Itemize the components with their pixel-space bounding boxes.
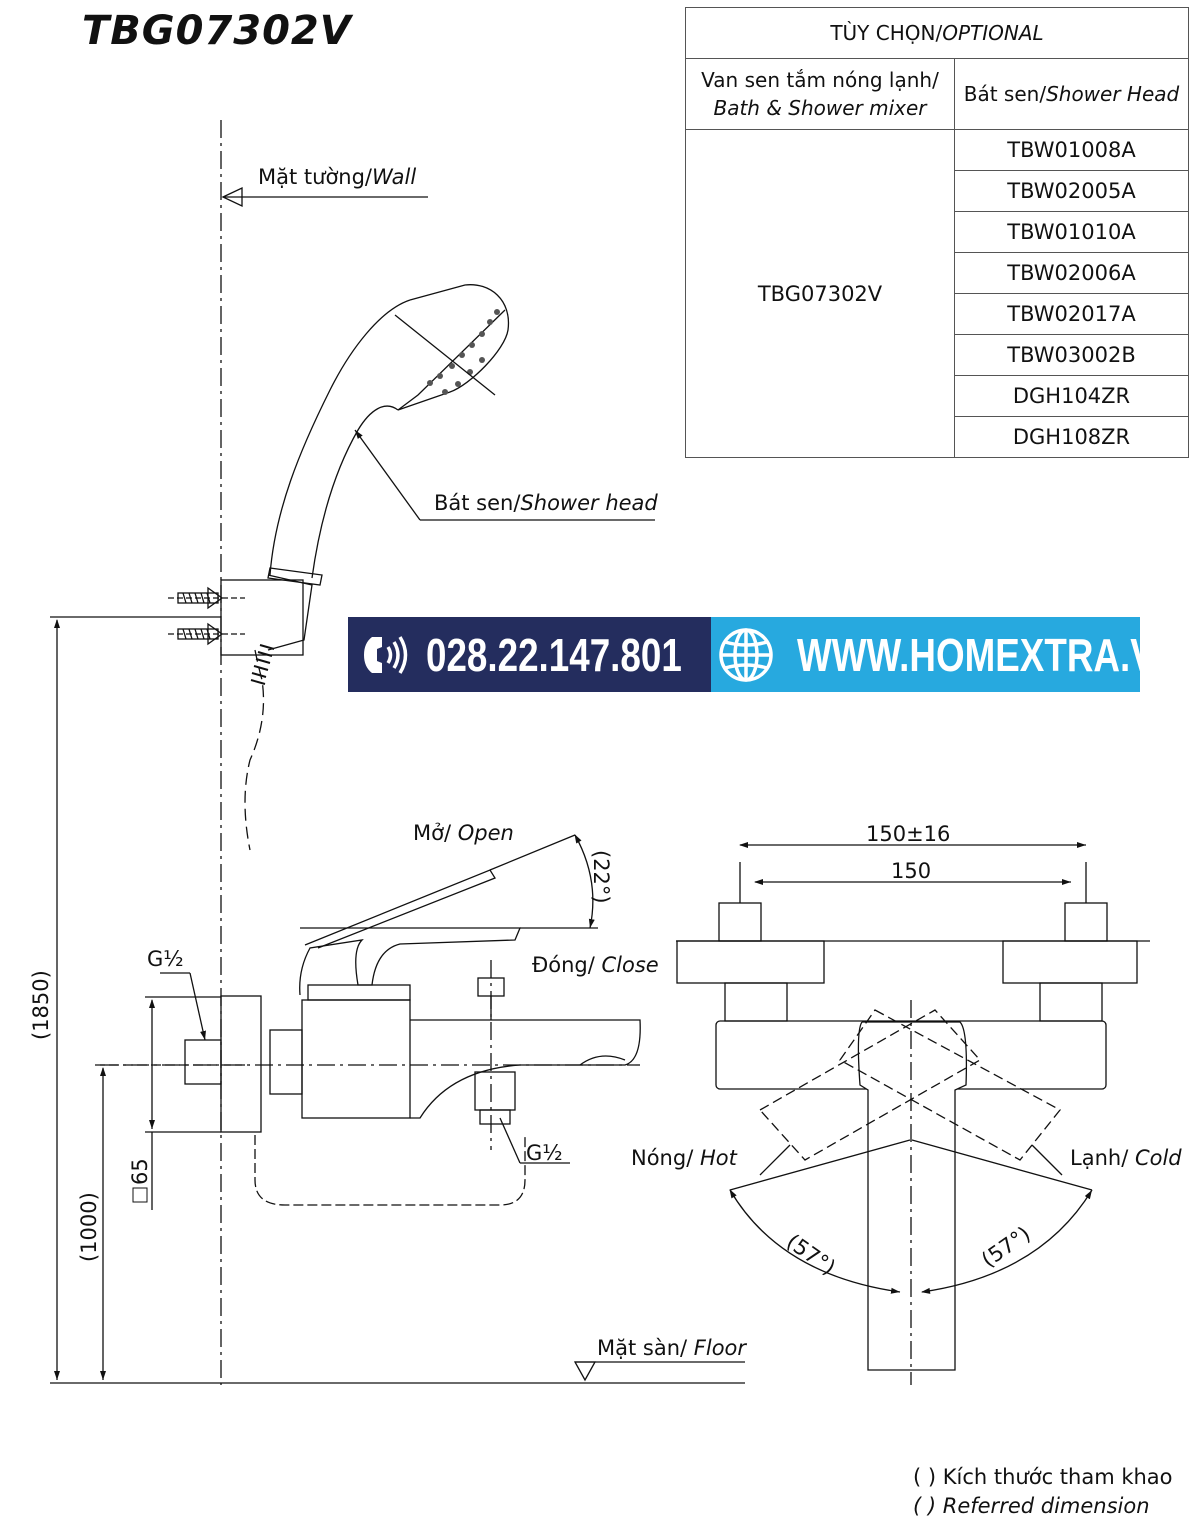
- optional-table: TÙY CHỌN/OPTIONAL Van sen tắm nóng lạnh/…: [685, 7, 1189, 458]
- wall-arrow: [221, 186, 243, 208]
- phone-sound-icon: [364, 635, 408, 674]
- column-mixer-vi: Van sen tắm nóng lạnh/: [701, 68, 939, 92]
- open-label: Mở/ Open: [413, 821, 514, 845]
- shower-head-model: TBW03002B: [954, 334, 1189, 376]
- mixer-model-cell: TBG07302V: [685, 129, 955, 458]
- column-shower-vi: Bát sen/: [963, 82, 1047, 106]
- dim-hot-angle: (57°): [782, 1229, 840, 1279]
- mixer-side-view: [100, 869, 641, 1206]
- wall-label: Mặt tường/Wall: [258, 165, 416, 189]
- floor-label: Mặt sàn/ Floor: [597, 1336, 747, 1360]
- product-title: TBG07302V: [82, 8, 352, 54]
- mixer-front-view: [676, 842, 1150, 1385]
- table-header-vi: TÙY CHỌN/: [830, 21, 943, 45]
- wall-bracket: [220, 579, 304, 656]
- shower-hose: [244, 649, 265, 851]
- thread-top-label: G½: [147, 947, 184, 971]
- shower-head-label: Bát sen/Shower head: [434, 491, 658, 515]
- shower-head-model: TBW02005A: [954, 170, 1189, 212]
- note-en: ( ) Referred dimension: [913, 1494, 1150, 1518]
- dim-total-height: (1850): [29, 970, 53, 1040]
- shower-head-model: TBW02017A: [954, 293, 1189, 335]
- note-vi: ( ) Kích thước tham khao: [913, 1465, 1173, 1489]
- column-mixer-en: Bath & Shower mixer: [713, 96, 927, 120]
- table-header: TÙY CHỌN/OPTIONAL: [685, 7, 1189, 59]
- hand-shower: [267, 284, 510, 586]
- shower-head-model: DGH108ZR: [954, 416, 1189, 458]
- hot-label: Nóng/ Hot: [631, 1146, 738, 1170]
- column-header-shower-head: Bát sen/Shower Head: [954, 58, 1189, 130]
- phone-section[interactable]: 028.22.147.801: [348, 617, 711, 692]
- shower-head-model: DGH104ZR: [954, 375, 1189, 417]
- close-label: Đóng/ Close: [532, 953, 659, 977]
- drawing-labels: Mặt tường/Wall Bát sen/Shower head Mở/ O…: [29, 165, 1182, 1360]
- column-shower-en: Shower Head: [1046, 82, 1180, 106]
- column-header-mixer: Van sen tắm nóng lạnh/Bath & Shower mixe…: [685, 58, 955, 130]
- dim-cold-angle: (57°): [977, 1222, 1035, 1272]
- dim-wall-plate: 65: [128, 1158, 152, 1185]
- thread-outlet-label: G½: [526, 1141, 563, 1165]
- contact-banner[interactable]: 028.22.147.801 WWW.HOMEXTRA.VN: [348, 617, 1181, 692]
- shower-head-model: TBW01010A: [954, 211, 1189, 253]
- cold-label: Lạnh/ Cold: [1070, 1146, 1182, 1170]
- table-header-en: OPTIONAL: [942, 21, 1044, 45]
- shower-head-model: TBW01008A: [954, 129, 1189, 171]
- dim-spacing-range: 150±16: [866, 822, 950, 846]
- shower-head-model: TBW02006A: [954, 252, 1189, 294]
- website-section[interactable]: WWW.HOMEXTRA.VN: [711, 617, 1181, 692]
- globe-icon: [719, 627, 773, 682]
- website-url[interactable]: WWW.HOMEXTRA.VN: [797, 628, 1182, 681]
- phone-number[interactable]: 028.22.147.801: [426, 628, 682, 681]
- dim-mixer-height: (1000): [77, 1192, 101, 1262]
- dim-open-angle: (22°): [589, 850, 613, 904]
- dim-spacing: 150: [891, 859, 931, 883]
- floor-arrow: [573, 1361, 597, 1382]
